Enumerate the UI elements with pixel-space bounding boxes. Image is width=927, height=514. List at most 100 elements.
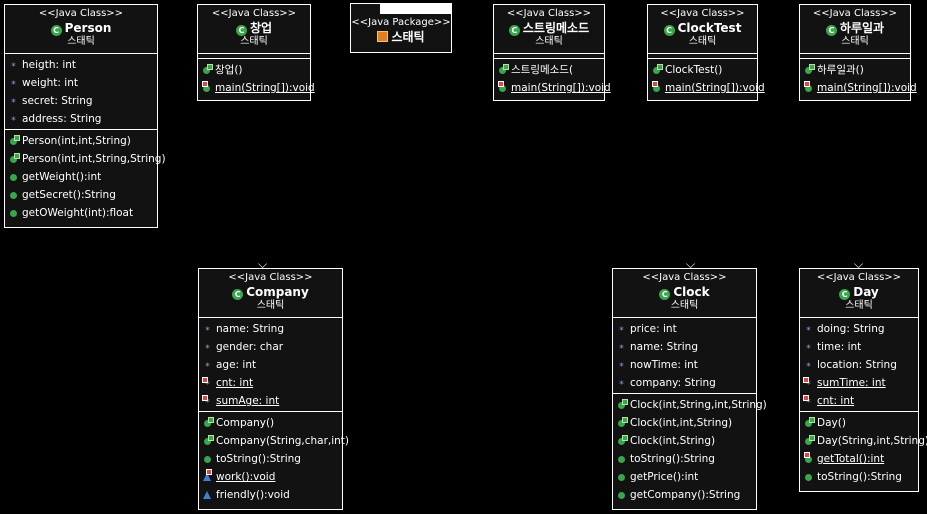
fields-section: *heigth: int *weight: int *secret: Strin… [5,54,157,129]
field-row[interactable]: *location: String [800,356,918,374]
static-field-icon: * [202,377,212,390]
method-row[interactable]: Clock(int,int,String) [613,414,756,432]
stereotype-label: <<Java Class>> [816,272,902,283]
method-row[interactable]: 창업() [198,61,310,79]
static-field-icon: * [803,395,813,408]
private-field-icon: * [806,362,811,372]
method-row[interactable]: work():void [199,468,342,486]
method-row[interactable]: getPrice():int [613,468,756,486]
method-row[interactable]: getSecret():String [5,186,157,204]
private-field-icon: * [11,98,16,108]
class-name: Person [64,21,112,35]
fields-section: *doing: String *time: int *location: Str… [800,318,918,411]
field-row[interactable]: *heigth: int [5,56,157,74]
private-field-icon: * [11,116,16,126]
method-row[interactable]: friendly():void [199,486,342,504]
field-row[interactable]: *age: int [199,356,342,374]
class-icon: C [508,25,520,36]
public-method-icon [618,456,625,463]
method-row[interactable]: Day() [800,414,918,432]
field-row[interactable]: *name: String [613,338,756,356]
class-icon: C [825,25,837,36]
class-icon: C [663,25,675,36]
field-row[interactable]: *price: int [613,320,756,338]
class-name: ClockTest [677,21,742,35]
constructor-icon [618,435,628,445]
package-label: 스태틱 [845,300,873,311]
method-row[interactable]: Company() [199,414,342,432]
private-field-icon: * [205,362,210,372]
constructor-icon [499,64,509,74]
field-row[interactable]: *doing: String [800,320,918,338]
method-row[interactable]: toString():String [199,450,342,468]
field-row[interactable]: *nowTime: int [613,356,756,374]
method-row[interactable]: getTotal():int [800,450,918,468]
method-row[interactable]: Clock(int,String,int,String) [613,396,767,414]
package-label: 스태틱 [67,36,95,47]
field-row[interactable]: *weight: int [5,74,157,92]
public-method-icon [204,456,211,463]
field-row[interactable]: *cnt: int [199,374,342,392]
field-row[interactable]: *sumAge: int [199,392,342,410]
package-label: 스태틱 [256,300,285,311]
method-row[interactable]: getOWeight(int):float [5,204,157,222]
methods-section: Clock(int,String,int,String) Clock(int,i… [613,393,767,505]
method-row[interactable]: main(String[]):void [648,79,765,97]
public-method-icon [10,174,17,181]
method-row[interactable]: toString():String [613,450,756,468]
field-row[interactable]: *secret: String [5,92,157,110]
method-row[interactable]: toString():String [800,468,918,486]
field-row[interactable]: *company: String [613,374,756,392]
field-row[interactable]: *gender: char [199,338,342,356]
arrowhead-icon: ⌵ [854,257,864,271]
method-row[interactable]: Person(int,int,String,String) [5,150,166,168]
method-row[interactable]: getCompany():String [613,486,756,504]
constructor-icon [618,417,628,427]
methods-section: ClockTest() main(String[]):void [648,58,765,98]
class-icon: C [839,289,851,300]
methods-section: 창업() main(String[]):void [198,58,315,98]
method-row[interactable]: main(String[]):void [494,79,611,97]
package-box[interactable]: <<Java Package>> 스태틱 [350,3,452,53]
method-row[interactable]: 스트링메소드( [494,61,604,79]
static-method-icon [652,81,660,92]
private-field-icon: * [11,80,16,90]
field-row[interactable]: *sumTime: int [800,374,918,392]
field-row[interactable]: *time: int [800,338,918,356]
method-row[interactable]: getWeight():int [5,168,157,186]
public-method-icon [618,474,625,481]
method-row[interactable]: main(String[]):void [800,79,917,97]
private-field-icon: * [205,326,210,336]
method-row[interactable]: 하루일과() [800,61,910,79]
package-method-icon [203,491,211,499]
method-row[interactable]: Company(String,char,int) [199,432,349,450]
class-icon: C [235,25,247,36]
method-row[interactable]: Clock(int,String) [613,432,756,450]
field-row[interactable]: *name: String [199,320,342,338]
package-label: 스태틱 [535,36,563,47]
field-row[interactable]: *address: String [5,110,157,128]
method-row[interactable]: ClockTest() [648,61,757,79]
method-row[interactable]: main(String[]):void [198,79,315,97]
static-method-icon [498,81,506,92]
class-icon: C [659,289,671,300]
method-row[interactable]: Day(String,int,String) [800,432,927,450]
field-row[interactable]: *cnt: int [800,392,918,410]
methods-section: 스트링메소드( main(String[]):void [494,58,611,98]
method-row[interactable]: Person(int,int,String) [5,132,157,150]
class-icon: C [232,289,244,300]
